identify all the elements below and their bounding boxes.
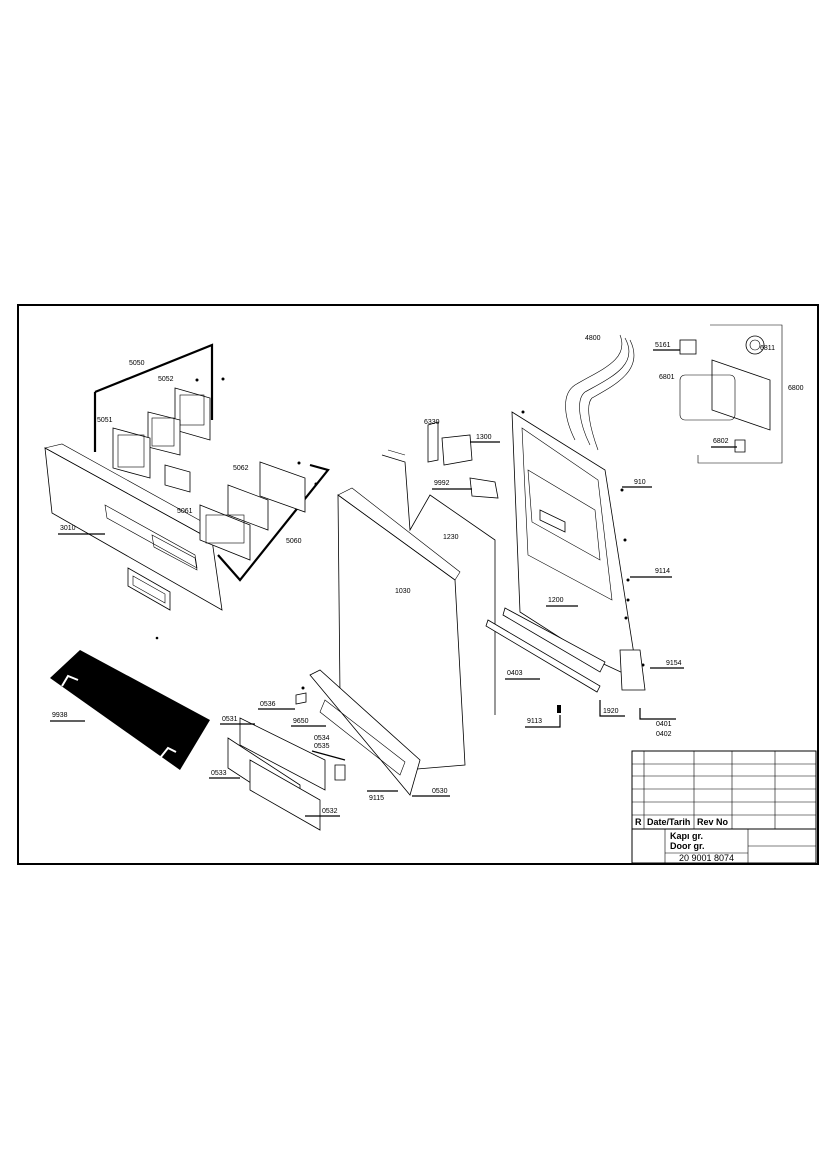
label-3010: 3010 — [60, 525, 76, 532]
label-9154: 9154 — [666, 660, 682, 667]
label-5052: 5052 — [158, 376, 174, 383]
label-5051: 5051 — [97, 417, 113, 424]
title-group-en: Door gr. — [670, 841, 705, 851]
label-5060: 5060 — [286, 538, 302, 545]
label-9114: 9114 — [655, 568, 670, 575]
label-9992: 9992 — [434, 480, 450, 487]
label-6802: 6802 — [713, 438, 729, 445]
title-rev-header: Rev No — [697, 817, 729, 827]
title-date-header: Date/Tarih — [647, 817, 690, 827]
label-0531: 0531 — [222, 716, 238, 723]
label-9938: 9938 — [52, 712, 68, 719]
part-labels: 5050 5052 5051 3010 5062 5061 5060 6330 … — [50, 324, 804, 817]
label-0402: 0402 — [656, 731, 672, 738]
door-assembly — [227, 334, 771, 831]
label-4800: 4800 — [585, 335, 601, 342]
label-6801: 6801 — [659, 374, 675, 381]
label-9113: 9113 — [527, 718, 542, 725]
label-1920: 1920 — [603, 708, 619, 715]
label-910: 910 — [634, 479, 646, 486]
label-1030: 1030 — [395, 588, 411, 595]
label-0530: 0530 — [432, 788, 448, 795]
control-panel-assembly — [44, 343, 330, 640]
label-5050: 5050 — [129, 360, 145, 367]
label-5062: 5062 — [233, 465, 249, 472]
label-0534: 0534 — [314, 735, 330, 742]
label-0532: 0532 — [322, 808, 338, 815]
label-9115: 9115 — [369, 795, 384, 802]
label-5061: 5061 — [177, 508, 193, 515]
label-6330: 6330 — [424, 419, 440, 426]
label-6800: 6800 — [788, 385, 804, 392]
label-9650: 9650 — [293, 718, 309, 725]
label-0535: 0535 — [314, 743, 330, 750]
label-0533: 0533 — [211, 770, 227, 777]
label-0536: 0536 — [260, 701, 276, 708]
title-group-tr: Kapı gr. — [670, 831, 703, 841]
label-0403: 0403 — [507, 670, 523, 677]
drawing-frame — [17, 304, 819, 865]
label-6811: 6811 — [760, 345, 775, 352]
label-1300: 1300 — [476, 434, 492, 441]
label-0401: 0401 — [656, 721, 672, 728]
label-1200: 1200 — [548, 597, 564, 604]
title-rev-r: R — [635, 817, 642, 827]
info-label-9938 — [50, 650, 210, 770]
title-block: R Date/Tarih Rev No Kapı gr. Door gr. 20… — [631, 750, 817, 864]
title-doc-number: 20 9001 8074 — [679, 853, 734, 863]
label-1230: 1230 — [443, 534, 459, 541]
label-5161: 5161 — [655, 342, 671, 349]
